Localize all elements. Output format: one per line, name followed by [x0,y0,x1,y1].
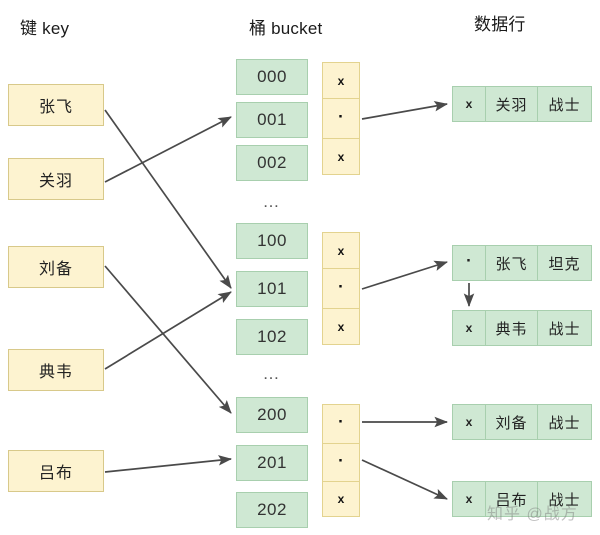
pointer-cell[interactable]: · [323,405,359,444]
pointer-cell[interactable]: x [337,492,345,507]
arrow-bucket001-to-guanyu-row [361,100,449,120]
key-label: 吕布 [38,465,73,482]
data-row-zhangfei[interactable]: · 张飞 坦克 [452,245,592,281]
bucket-slot-201[interactable]: 201 [236,445,308,481]
bucket-slot-label: 000 [257,67,287,86]
key-label: 关羽 [38,173,73,190]
pointer-cell[interactable]: · [323,99,359,139]
bucket-slot-label: 200 [257,405,287,424]
pointer-cell[interactable]: · [323,269,359,309]
pointer-column-3: · · x [322,404,360,517]
data-row-role: 战士 [548,414,581,432]
data-row-next-flag: x [453,482,486,516]
pointer-cell[interactable]: x [323,63,359,99]
data-row-role: 战士 [548,96,581,114]
bucket-slot-label: 102 [257,327,287,346]
bucket-slot-001[interactable]: 001 [236,102,308,138]
data-row-name: 典韦 [486,311,538,345]
key-box-lvbu[interactable]: 吕布 [8,450,104,492]
arrow-bucket201-to-lvbu-row [361,459,448,500]
data-row-lvbu[interactable]: x 吕布 战士 [452,481,592,517]
arrow-bucket101-to-zhangfei-row [361,260,448,290]
data-row-name: 关羽 [486,87,538,121]
data-row-name: 刘备 [486,405,538,439]
watermark: 知乎 @战方 [487,506,578,523]
key-label: 刘备 [38,261,73,278]
data-row-next-flag: x [453,405,486,439]
data-row-role: 战士 [548,320,581,338]
bucket-slot-102[interactable]: 102 [236,319,308,355]
bucket-slot-202[interactable]: 202 [236,492,308,528]
data-row-next-flag: · [453,246,486,280]
key-box-dianwei[interactable]: 典韦 [8,349,104,391]
data-row-liubei[interactable]: x 刘备 战士 [452,404,592,440]
data-row-role: 战士 [548,491,581,509]
data-row-next-flag: x [453,311,486,345]
key-box-zhangfei[interactable]: 张飞 [8,84,104,126]
bucket-ellipsis-2: … [262,364,282,383]
bucket-slot-label: 101 [257,279,287,298]
bucket-slot-label: 201 [257,453,287,472]
arrow-dianwei-to-101 [104,291,232,370]
key-label: 张飞 [38,99,73,116]
arrow-liubei-to-200 [104,265,232,414]
bucket-slot-100[interactable]: 100 [236,223,308,259]
arrow-guanyu-to-001 [104,116,232,183]
pointer-column-2: x · x [322,232,360,345]
pointer-cell[interactable]: · [323,444,359,483]
arrow-zhangfei-to-101 [104,109,232,289]
column-header-key: 键 key [20,19,70,38]
data-row-dianwei[interactable]: x 典韦 战士 [452,310,592,346]
data-row-role: 坦克 [548,255,581,273]
key-label: 典韦 [38,364,73,381]
data-row-name: 张飞 [486,246,538,280]
bucket-slot-label: 100 [257,231,287,250]
pointer-cell[interactable]: x [337,319,345,334]
column-header-bucket: 桶 bucket [249,19,323,38]
bucket-slot-label: 001 [257,110,287,129]
key-box-guanyu[interactable]: 关羽 [8,158,104,200]
key-box-liubei[interactable]: 刘备 [8,246,104,288]
arrow-lvbu-to-201 [104,455,233,473]
bucket-slot-label: 002 [257,153,287,172]
pointer-column-1: x · x [322,62,360,175]
pointer-cell[interactable]: x [337,149,345,164]
bucket-slot-101[interactable]: 101 [236,271,308,307]
column-header-datarow: 数据行 [474,15,526,34]
pointer-cell[interactable]: x [323,233,359,269]
bucket-ellipsis-1: … [262,192,282,211]
bucket-slot-label: 202 [257,500,287,519]
bucket-slot-200[interactable]: 200 [236,397,308,433]
data-row-guanyu[interactable]: x 关羽 战士 [452,86,592,122]
data-row-name: 吕布 [486,482,538,516]
bucket-slot-000[interactable]: 000 [236,59,308,95]
data-row-next-flag: x [453,87,486,121]
bucket-slot-002[interactable]: 002 [236,145,308,181]
